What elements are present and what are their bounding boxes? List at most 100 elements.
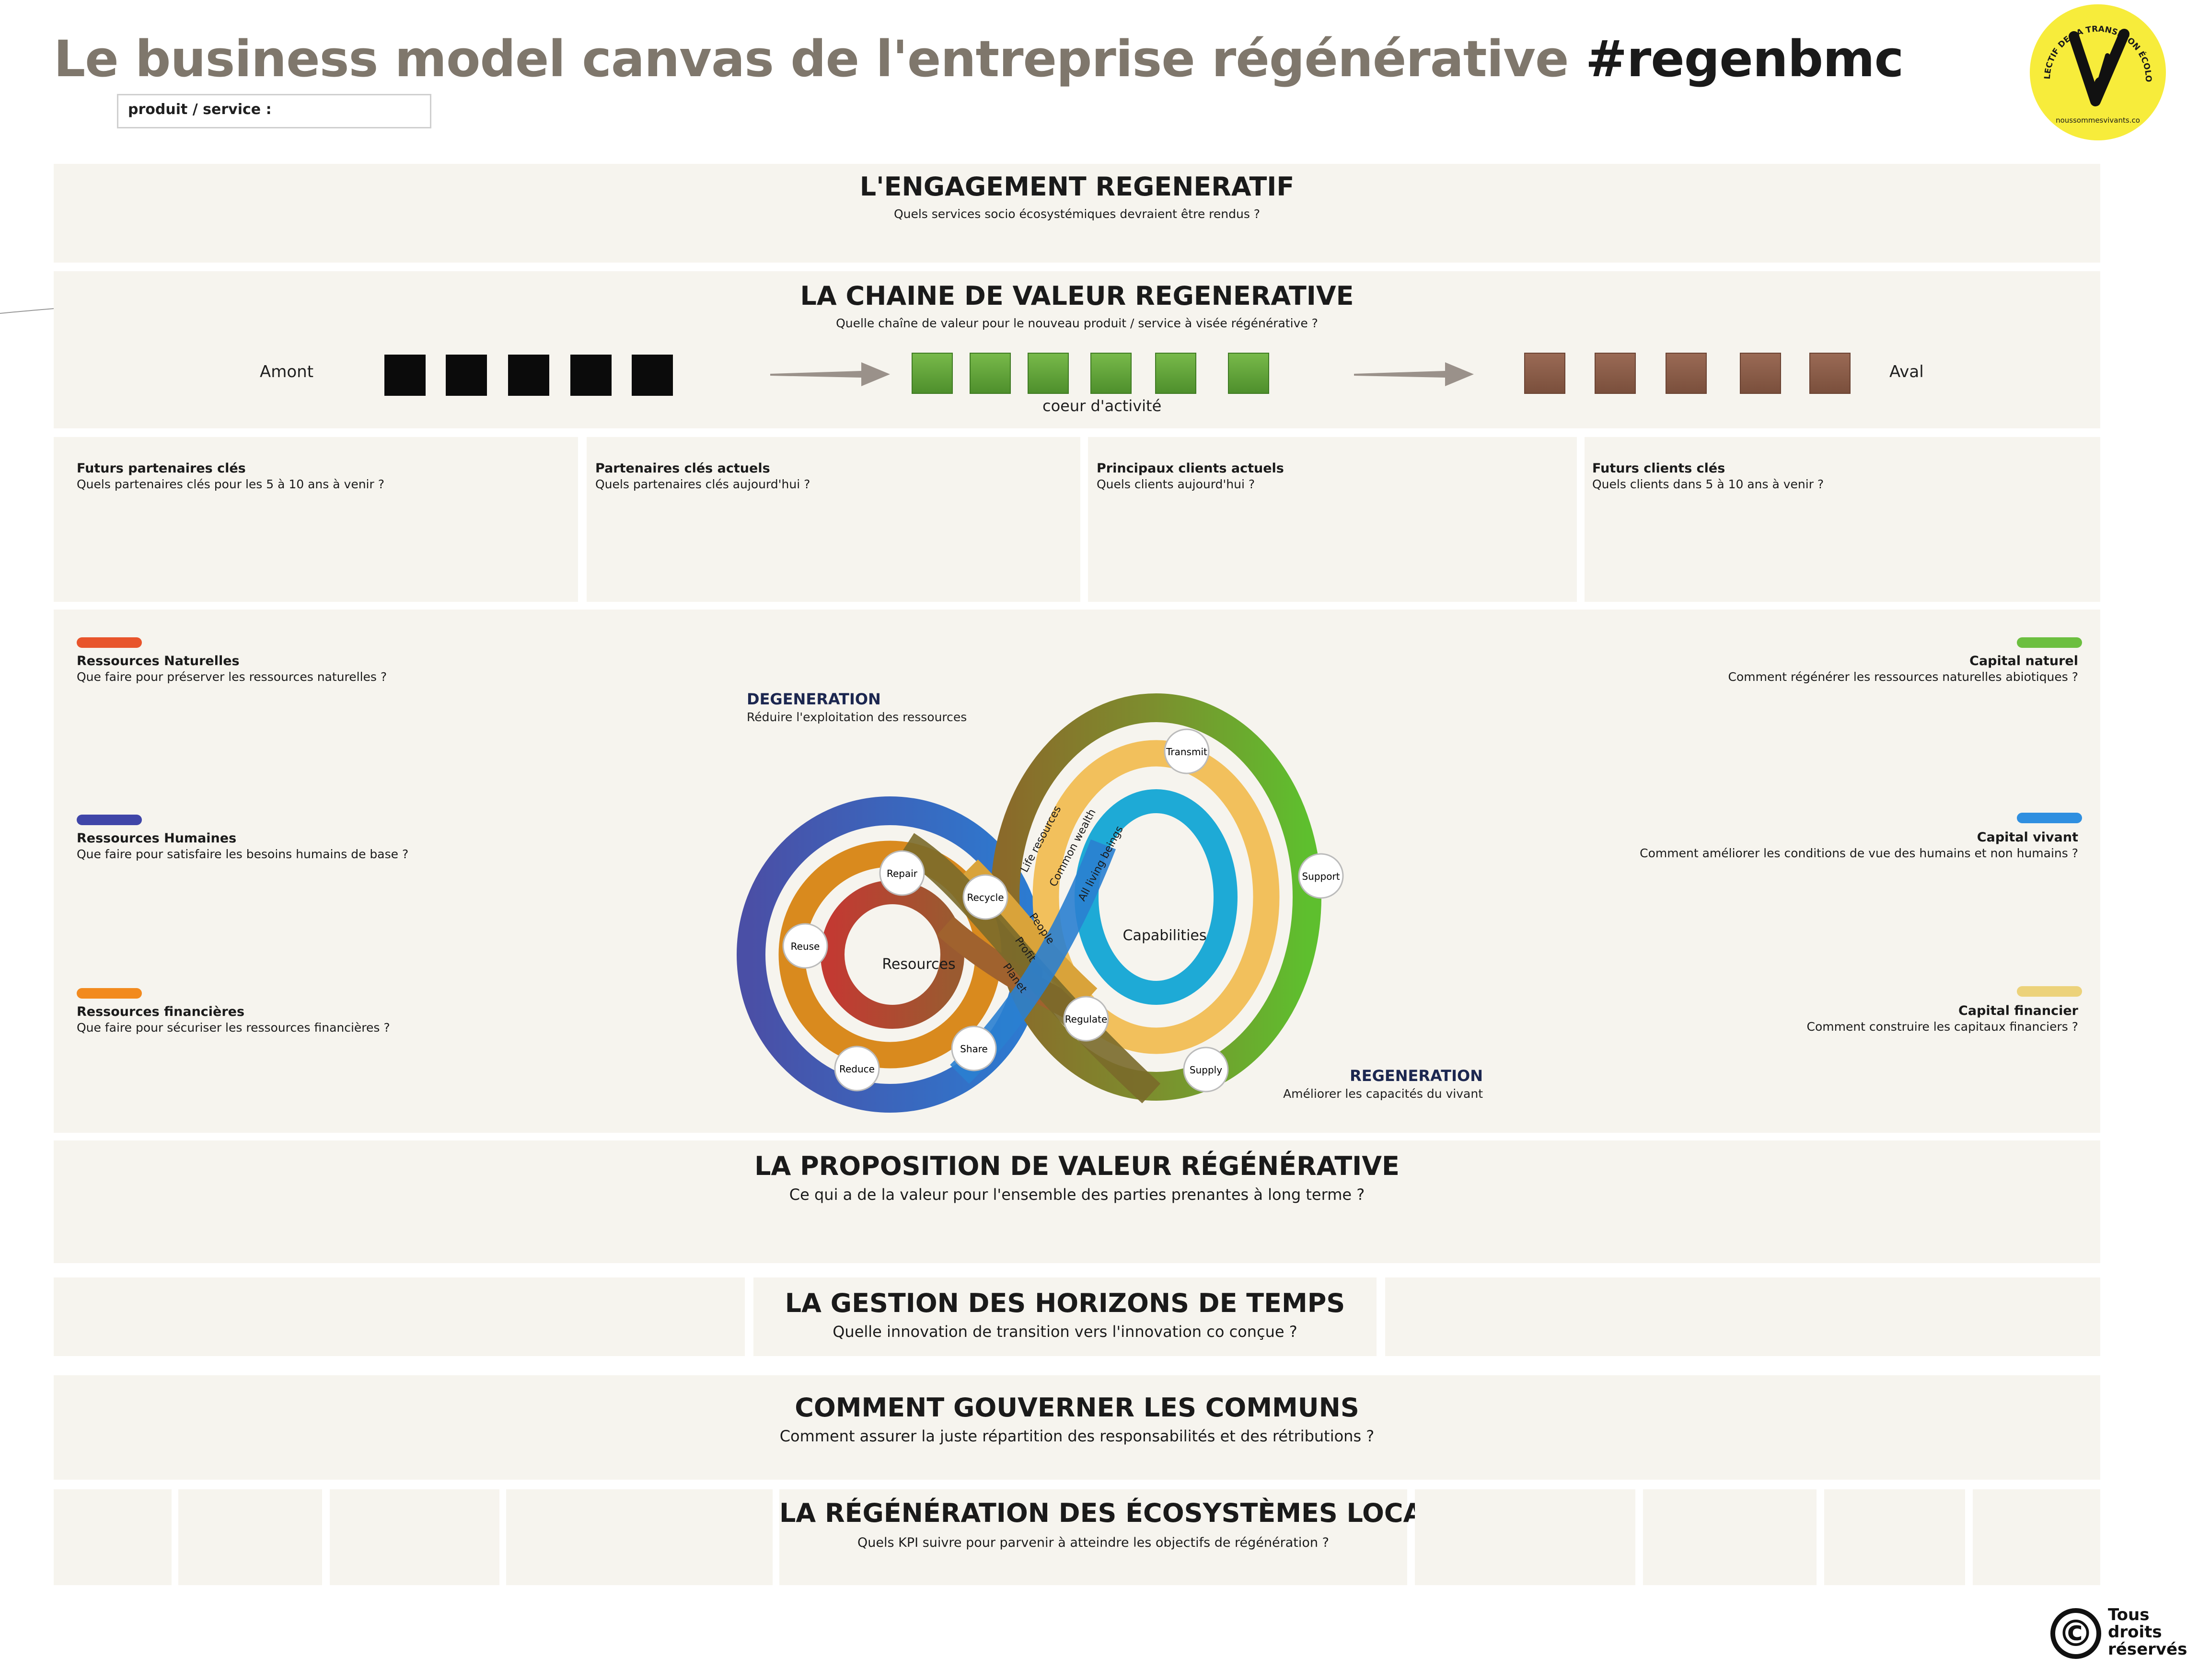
current-clients-box[interactable]: Principaux clients actuels Quels clients… [1088,437,1577,602]
degeneration-title: DEGENERATION [747,690,881,708]
svg-text:Share: Share [960,1043,988,1055]
core-block[interactable] [912,353,953,394]
product-service-label: produit / service : [128,101,272,118]
living-capital-question: Comment améliorer les conditions de vue … [1640,846,2078,860]
financial-resources-bar [77,988,142,999]
node-regulate[interactable]: Regulate [1063,996,1109,1042]
node-reduce[interactable]: Reduce [834,1046,880,1092]
future-partners-title: Futurs partenaires clés [77,461,246,476]
node-share[interactable]: Share [951,1025,997,1071]
arrow-right-icon [1354,362,1474,386]
collective-logo: LE COLLECTIF DE LA TRANSITION ÉCOLOGIQUE… [2025,0,2167,142]
time-horizon-left-box[interactable] [54,1277,745,1356]
value-proposition-title: LA PROPOSITION DE VALEUR RÉGÉNÉRATIVE [754,1151,1400,1181]
downstream-block[interactable] [1666,353,1707,394]
current-partners-question: Quels partenaires clés aujourd'hui ? [595,477,810,491]
future-partners-box[interactable]: Futurs partenaires clés Quels partenaire… [54,437,578,602]
upstream-block[interactable] [446,355,487,396]
downstream-block[interactable] [1595,353,1636,394]
svg-text:Supply: Supply [1190,1064,1222,1076]
financial-resources-title: Ressources financières [77,1004,245,1019]
regeneration-subtitle: Améliorer les capacités du vivant [1283,1087,1483,1101]
natural-resources-bar [77,637,142,648]
collective-logo-graphic: LE COLLECTIF DE LA TRANSITION ÉCOLOGIQUE… [2025,0,2166,140]
node-recycle[interactable]: Recycle [962,874,1008,920]
human-resources-title: Ressources Humaines [77,831,237,846]
copyright-icon: © [2050,1608,2101,1659]
time-horizons-title: LA GESTION DES HORIZONS DE TEMPS [785,1288,1345,1318]
commons-title: COMMENT GOUVERNER LES COMMUNS [795,1392,1359,1423]
future-clients-box[interactable]: Futurs clients clés Quels clients dans 5… [1585,437,2100,602]
copyright-badge: © Tous droits réservés [2050,1606,2187,1668]
core-activity-label: coeur d'activité [1042,397,1162,415]
value-chain-panel[interactable]: LA CHAINE DE VALEUR REGENERATIVE Quelle … [54,271,2100,428]
core-block[interactable] [970,353,1011,394]
node-repair[interactable]: Repair [879,850,925,896]
local-ecosystems-title: LA RÉGÉNÉRATION DES ÉCOSYSTÈMES LOCAUX [779,1498,1464,1528]
future-partners-question: Quels partenaires clés pour les 5 à 10 a… [77,477,384,491]
copyright-line: droits [2108,1622,2162,1642]
svg-text:Recycle: Recycle [967,892,1004,903]
node-support[interactable]: Support [1298,853,1344,899]
natural-resources-question: Que faire pour préserver les ressources … [77,670,387,684]
value-chain-title: LA CHAINE DE VALEUR REGENERATIVE [800,281,1354,311]
svg-text:Regulate: Regulate [1065,1013,1108,1025]
natural-capital-bar [2017,637,2082,648]
downstream-block[interactable] [1524,353,1565,394]
page-hashtag: #regenbmc [1585,30,1904,88]
commons-subtitle: Comment assurer la juste répartition des… [779,1427,1375,1445]
degeneration-subtitle: Réduire l'exploitation des ressources [747,710,967,724]
value-chain-subtitle: Quelle chaîne de valeur pour le nouveau … [836,316,1318,330]
core-block[interactable] [1028,353,1069,394]
resources-center-label: Resources [882,956,955,973]
local-kpi-box[interactable] [1643,1489,1817,1585]
node-reuse[interactable]: Reuse [782,923,828,969]
local-kpi-box[interactable] [506,1489,773,1585]
natural-capital-question: Comment régénérer les ressources naturel… [1728,670,2078,684]
local-kpi-box[interactable] [1824,1489,1965,1585]
margin-line [0,308,54,314]
core-block[interactable] [1228,353,1269,394]
financial-resources-question: Que faire pour sécuriser les ressources … [77,1021,390,1035]
product-service-field[interactable]: produit / service : [117,94,431,128]
local-kpi-box[interactable] [1415,1489,1635,1585]
time-horizons-panel[interactable]: LA GESTION DES HORIZONS DE TEMPS Quelle … [753,1277,1377,1356]
value-proposition-panel[interactable]: LA PROPOSITION DE VALEUR RÉGÉNÉRATIVE Ce… [54,1140,2100,1263]
svg-text:Transmit: Transmit [1166,746,1207,758]
arrow-right-icon [770,362,890,386]
upstream-block[interactable] [384,355,426,396]
local-kpi-box[interactable] [330,1489,499,1585]
natural-resources-title: Ressources Naturelles [77,654,240,668]
regeneration-title: REGENERATION [1350,1067,1483,1085]
page-title-text: Le business model canvas de l'entreprise… [54,30,1569,88]
commons-panel[interactable]: COMMENT GOUVERNER LES COMMUNS Comment as… [54,1375,2100,1480]
upstream-block[interactable] [570,355,612,396]
time-horizon-right-box[interactable] [1385,1277,2100,1356]
local-kpi-box[interactable] [54,1489,172,1585]
local-kpi-box[interactable] [1973,1489,2100,1585]
upstream-block[interactable] [632,355,673,396]
core-block[interactable] [1090,353,1132,394]
local-kpi-box[interactable] [178,1489,322,1585]
downstream-block[interactable] [1809,353,1851,394]
downstream-block[interactable] [1740,353,1781,394]
resources-capital-panel[interactable]: Ressources Naturelles Que faire pour pré… [54,610,2100,1133]
svg-text:Reuse: Reuse [791,941,820,952]
upstream-label: Amont [260,362,314,381]
engagement-subtitle: Quels services socio écosystémiques devr… [893,207,1261,221]
copyright-text: Tous droits réservés [2108,1606,2187,1658]
time-horizons-subtitle: Quelle innovation de transition vers l'i… [833,1323,1297,1341]
core-block[interactable] [1155,353,1196,394]
current-partners-box[interactable]: Partenaires clés actuels Quels partenair… [587,437,1080,602]
future-clients-question: Quels clients dans 5 à 10 ans à venir ? [1592,477,1824,491]
upstream-block[interactable] [508,355,549,396]
human-resources-bar [77,815,142,825]
engagement-panel[interactable]: L'ENGAGEMENT REGENERATIF Quels services … [54,164,2100,263]
living-capital-title: Capital vivant [1977,830,2078,845]
local-ecosystems-panel[interactable]: LA RÉGÉNÉRATION DES ÉCOSYSTÈMES LOCAUX Q… [779,1489,1464,1585]
copyright-symbol: © [2058,1612,2094,1655]
copyright-line: réservés [2108,1640,2187,1659]
node-supply[interactable]: Supply [1183,1047,1229,1093]
current-clients-title: Principaux clients actuels [1097,461,1284,476]
node-transmit[interactable]: Transmit [1164,728,1210,774]
